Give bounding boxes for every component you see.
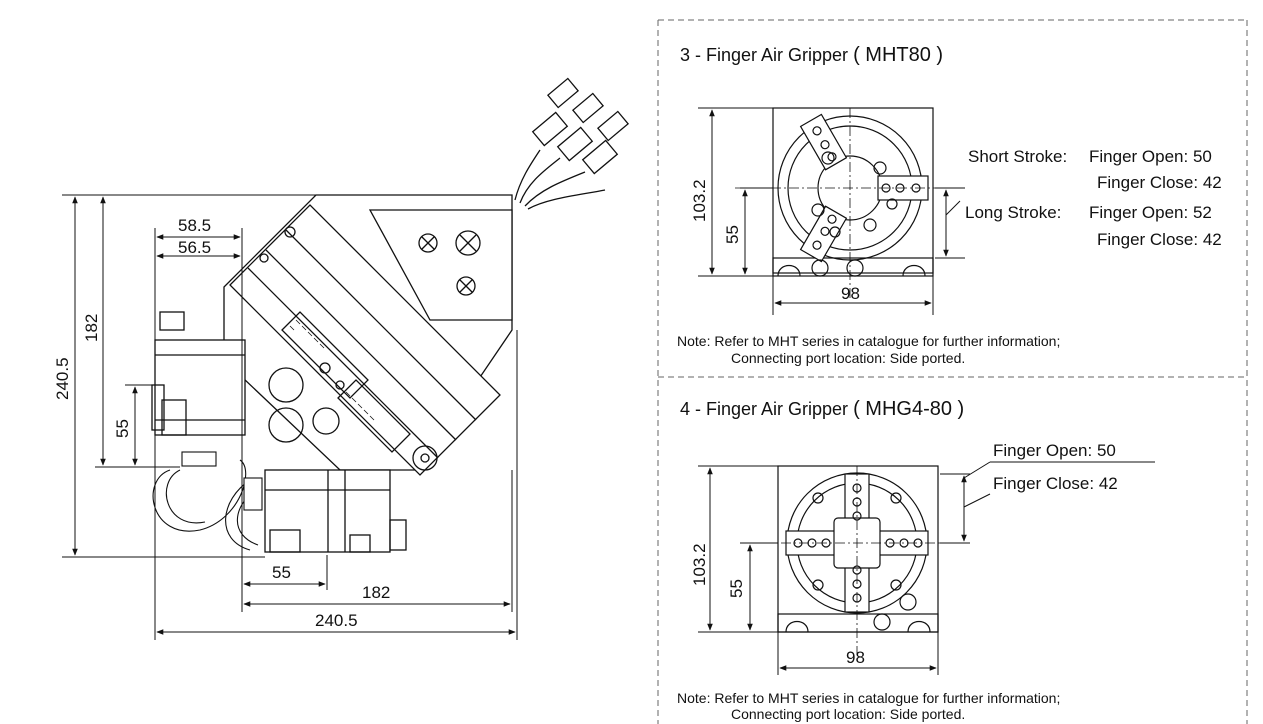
mht80-note-line2: Connecting port location: Side ported. [731,350,966,366]
mht80-note-line1: Note: Refer to MHT series in catalogue f… [677,333,1061,349]
long-stroke-close: Finger Close: 42 [1097,230,1222,249]
mhg4-80-dimension-lines [698,461,1155,675]
mht80-dim-height: 103.2 [690,179,709,222]
dim-height-55: 55 [113,419,132,438]
short-stroke-label: Short Stroke: [968,147,1068,166]
short-stroke-close: Finger Close: 42 [1097,173,1222,192]
dim-width-240-5: 240.5 [315,611,358,630]
mhg4-80-finger-open: Finger Open: 50 [993,441,1116,460]
mhg4-80-title-text: 4 - Finger Air Gripper [680,399,849,419]
mht80-title: 3 - Finger Air Gripper ( MHT80 ) [680,44,943,67]
mht80-dim-center: 55 [723,225,742,244]
mhg4-80-detail-drawing [745,465,970,655]
mhg4-80-dim-width: 98 [846,648,865,667]
dim-width-55: 55 [272,563,291,582]
mht80-model: ( MHT80 ) [853,44,944,66]
air-tubes [152,451,263,551]
dim-56-5: 56.5 [178,238,212,257]
lower-cylinder [264,469,407,553]
dim-width-182: 182 [362,583,391,602]
dim-height-182: 182 [82,313,101,342]
mht80-model-text: MHT80 [865,44,931,66]
dim-height-240-5: 240.5 [53,357,72,400]
mhg4-80-note-line1: Note: Refer to MHT series in catalogue f… [677,690,1061,706]
mhg4-80-title: 4 - Finger Air Gripper ( MHG4-80 ) [680,398,964,421]
port-marker-icon [418,230,481,296]
main-assembly-drawing [151,77,630,553]
dim-58-5: 58.5 [178,216,212,235]
mht80-title-text: 3 - Finger Air Gripper [680,45,849,65]
long-stroke-open: Finger Open: 52 [1089,203,1212,222]
top-fittings [514,77,630,210]
gripper-body [223,194,513,476]
mhg4-80-model: ( MHG4-80 ) [853,398,965,420]
mhg4-80-note-line2: Connecting port location: Side ported. [731,706,966,722]
mhg4-80-dim-center: 55 [727,579,746,598]
left-cylinder [151,311,246,436]
mhg4-80-model-text: MHG4-80 [865,398,952,420]
mht80-dimension-lines [698,107,965,315]
detail-panel-frame [657,19,1248,724]
main-dimension-lines [62,194,518,640]
short-stroke-open: Finger Open: 50 [1089,147,1212,166]
mht80-dim-width: 98 [841,284,860,303]
mhg4-80-dim-height: 103.2 [690,543,709,586]
mhg4-80-finger-close: Finger Close: 42 [993,474,1118,493]
mht80-detail-drawing [735,107,965,300]
long-stroke-label: Long Stroke: [965,203,1062,222]
